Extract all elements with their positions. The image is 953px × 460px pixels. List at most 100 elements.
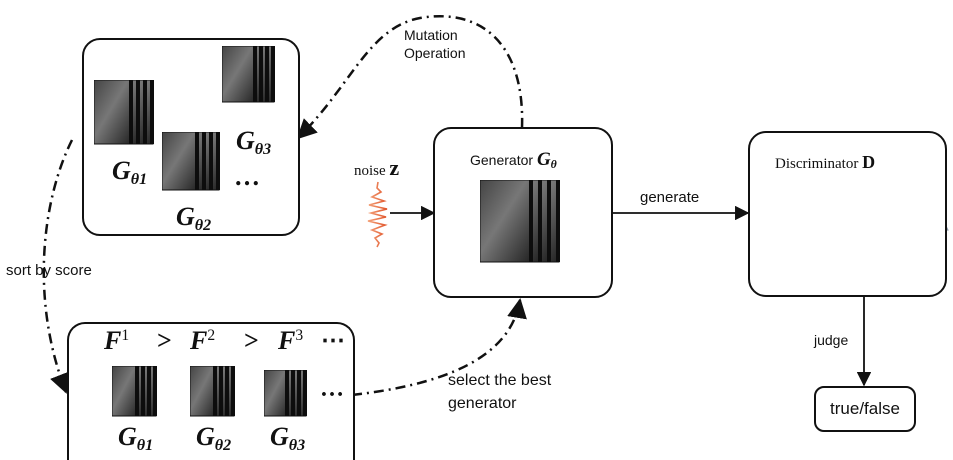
layer-slab-edge: [136, 80, 140, 144]
result-box: [814, 386, 916, 432]
mutation-arrow: [296, 15, 524, 140]
label-g-theta3-sub: θ3: [254, 140, 272, 158]
mutation-label-line2: Operation: [404, 45, 466, 61]
label-g-theta2-sub: θ2: [194, 216, 212, 234]
layer-slab-edge: [216, 132, 220, 190]
label-g-theta2: Gθ2: [176, 202, 212, 234]
layer-slab-edge: [556, 180, 560, 262]
ranked-label-g2: Gθ2: [196, 422, 232, 454]
label-g-theta3-base: G: [236, 126, 255, 155]
ranked-label-g1-base: G: [118, 422, 137, 451]
ranked-label-g1-sub: θ1: [136, 436, 154, 454]
layer-slab-edge: [195, 132, 199, 190]
ranked-label-g3-sub: θ3: [288, 436, 306, 454]
rank-gt-2: >: [244, 326, 259, 355]
ranked-ellipsis: …: [320, 376, 344, 402]
rank-f2: F2: [190, 326, 215, 356]
layer-slab: [479, 179, 533, 263]
layer-slab-edge: [529, 180, 533, 262]
rank-f1-sup: 1: [121, 327, 130, 345]
discriminator-box: [748, 131, 947, 297]
layer-slab-edge: [143, 80, 147, 144]
discriminator-title-text: Discriminator: [775, 156, 863, 172]
discriminator-title: Discriminator D: [775, 152, 875, 173]
generator-title: Generator Gθ: [470, 149, 557, 171]
layer-slab-edge: [219, 366, 223, 416]
result-label: true/false: [830, 399, 900, 418]
discriminator-title-symbol: D: [862, 152, 876, 172]
ranked-stack-2: [189, 365, 240, 429]
layer-slab-edge: [271, 46, 275, 102]
label-g-theta1-base: G: [112, 156, 131, 185]
layer-slab-edge: [538, 180, 542, 262]
layer-slab-edge: [297, 370, 301, 416]
rank-gt-1: >: [157, 326, 172, 355]
select-best-label-line1: select the best: [448, 372, 552, 389]
label-g-theta2-base: G: [176, 202, 195, 231]
population-stack-g3: [221, 45, 280, 115]
layer-slab: [161, 131, 199, 191]
sort-arrow: [42, 139, 74, 394]
layer-slab-edge: [253, 46, 257, 102]
rank-f1-base: F: [104, 326, 122, 355]
layer-slab-edge: [265, 46, 269, 102]
generator-title-symbol-base: G: [536, 149, 551, 170]
rank-f3: F3: [278, 326, 303, 356]
layer-stack-svg: [221, 45, 275, 103]
rank-f3-base: F: [278, 326, 296, 355]
label-g-theta1: Gθ1: [112, 156, 148, 188]
ranked-label-g2-base: G: [196, 422, 215, 451]
layer-slab: [221, 45, 257, 103]
generate-label: generate: [640, 189, 700, 206]
noise-label-text: noise: [354, 163, 390, 179]
judge-label: judge: [814, 332, 849, 348]
rank-f-ellipsis: ⋯: [321, 328, 345, 354]
ranked-label-g3: Gθ3: [270, 422, 306, 454]
ranked-label-g3-base: G: [270, 422, 289, 451]
layer-stack-svg: [161, 131, 220, 191]
select-best-arrow: [351, 298, 527, 397]
layer-slab-edge: [153, 366, 157, 416]
noise-label: noise z: [354, 155, 399, 181]
layer-slab-edge: [141, 366, 145, 416]
population-stack-g1: [93, 79, 159, 157]
label-g-theta3: Gθ3: [236, 126, 272, 158]
rank-f2-sup: 2: [207, 327, 216, 345]
ranked-label-g2-sub: θ2: [214, 436, 232, 454]
layer-stack-svg: [111, 365, 157, 417]
generator-title-symbol-sub: θ: [550, 158, 557, 172]
layer-slab: [93, 79, 133, 145]
ranked-label-g1: Gθ1: [118, 422, 154, 454]
layer-slab-edge: [147, 366, 151, 416]
noise-waveform: [367, 181, 388, 248]
layer-slab-edge: [547, 180, 551, 262]
layer-stack-svg: [93, 79, 154, 145]
generator-stack: [479, 179, 565, 275]
layer-slab-edge: [135, 366, 139, 416]
layer-stack-svg: [263, 369, 307, 417]
layer-slab: [263, 369, 289, 417]
generator-title-text: Generator: [470, 152, 537, 168]
noise-label-var: z: [389, 155, 400, 180]
label-g-theta1-sub: θ1: [130, 170, 148, 188]
sort-by-score-label: sort by score: [6, 262, 92, 279]
layer-slab-edge: [291, 370, 295, 416]
layer-slab-edge: [202, 132, 206, 190]
select-best-label-line2: generator: [448, 395, 517, 412]
rank-f3-sup: 3: [295, 327, 304, 345]
generator-title-symbol: Gθ: [536, 149, 557, 172]
rank-f1: F1: [104, 326, 129, 356]
layer-slab-edge: [213, 366, 217, 416]
ranked-stack-3: [263, 369, 312, 429]
layer-slab-edge: [303, 370, 307, 416]
layer-slab: [111, 365, 139, 417]
population-ellipsis: …: [234, 162, 260, 191]
layer-slab-edge: [129, 80, 133, 144]
layer-slab-edge: [231, 366, 235, 416]
layer-slab-edge: [209, 132, 213, 190]
layer-stack-svg: [479, 179, 560, 263]
layer-slab-edge: [150, 80, 154, 144]
layer-slab: [189, 365, 217, 417]
layer-slab-edge: [225, 366, 229, 416]
layer-slab-edge: [285, 370, 289, 416]
